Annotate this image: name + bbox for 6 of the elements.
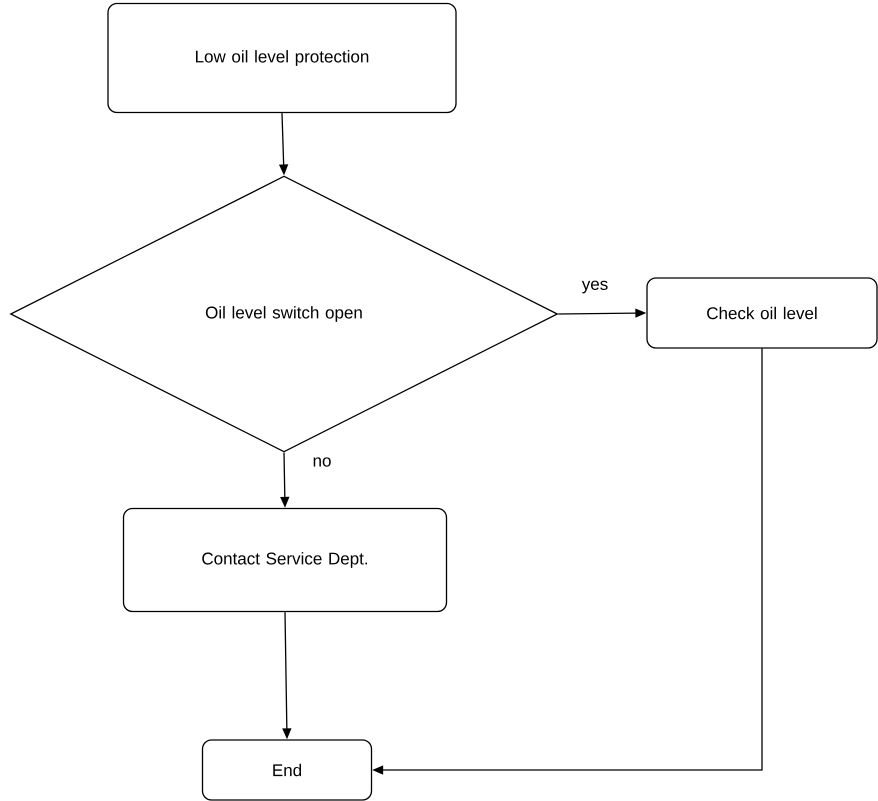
process-box: End — [202, 739, 372, 801]
edge-label: no — [312, 456, 332, 468]
process-box: Low oil level protection — [107, 2, 457, 114]
process-box: Contact Service Dept. — [122, 508, 448, 612]
process-box: Check oil level — [646, 277, 878, 349]
edge-label: yes — [580, 280, 610, 294]
